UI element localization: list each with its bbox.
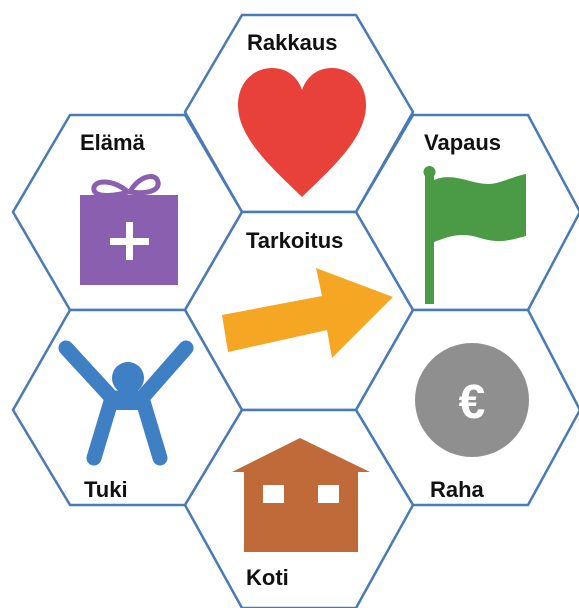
flag-icon [423,166,526,304]
euro-symbol: € [459,376,486,429]
house-icon [232,438,370,552]
gift-icon [80,174,178,285]
label-tuki: Tuki [84,477,128,502]
label-vapaus: Vapaus [424,130,501,155]
euro-coin-icon: € [415,343,529,457]
arrow-icon [222,268,393,358]
heart-icon [238,68,366,197]
label-elama: Elämä [80,130,146,155]
person-icon [58,340,194,466]
label-raha: Raha [430,477,485,502]
label-tarkoitus: Tarkoitus [246,228,343,253]
label-rakkaus: Rakkaus [247,30,338,55]
label-koti: Koti [246,565,289,590]
